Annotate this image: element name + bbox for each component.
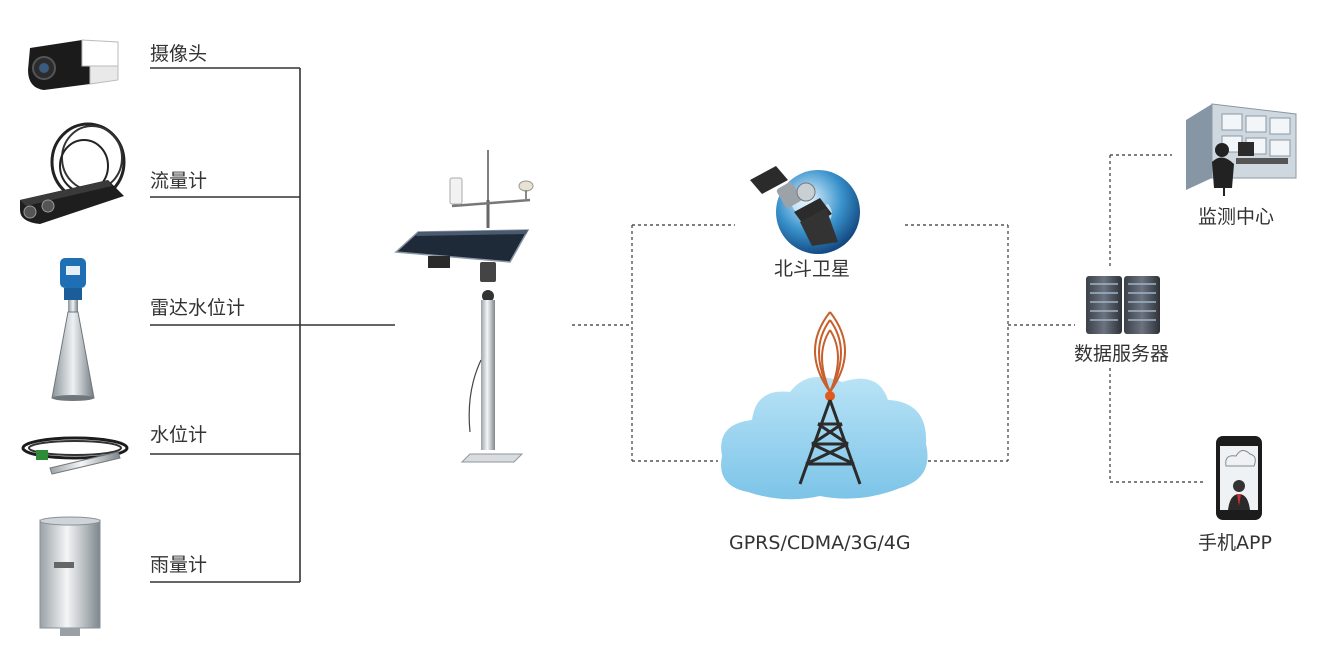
sensor-label-radar-level-meter: 雷达水位计 bbox=[150, 297, 246, 319]
water-level-probe-icon bbox=[21, 436, 129, 475]
camera-icon bbox=[28, 39, 119, 90]
monitoring-station-pole-icon bbox=[394, 150, 534, 463]
channel-label-cellular: GPRS/CDMA/3G/4G bbox=[729, 532, 911, 554]
sensor-label-camera: 摄像头 bbox=[150, 43, 208, 65]
sensor-label-rain-gauge: 雨量计 bbox=[150, 554, 208, 576]
sensor-label-flow-meter: 流量计 bbox=[150, 170, 208, 192]
smartphone-icon bbox=[1216, 436, 1262, 520]
server-label: 数据服务器 bbox=[1074, 343, 1170, 365]
satellite-icon bbox=[750, 166, 860, 254]
monitoring-center-icon bbox=[1186, 103, 1297, 196]
flow-meter-icon bbox=[20, 122, 126, 224]
channel-label-beidou: 北斗卫星 bbox=[774, 258, 851, 280]
radar-level-meter-icon bbox=[51, 258, 95, 401]
sensor-bracket bbox=[150, 67, 395, 583]
rain-gauge-icon bbox=[39, 516, 101, 636]
client-label-monitoring-center: 监测中心 bbox=[1198, 206, 1275, 228]
cell-tower-cloud-icon bbox=[721, 311, 928, 500]
client-label-mobile-app: 手机APP bbox=[1198, 532, 1272, 554]
sensor-label-water-level-meter: 水位计 bbox=[150, 424, 208, 446]
server-rack-icon bbox=[1086, 276, 1160, 334]
network-links bbox=[572, 154, 1205, 483]
